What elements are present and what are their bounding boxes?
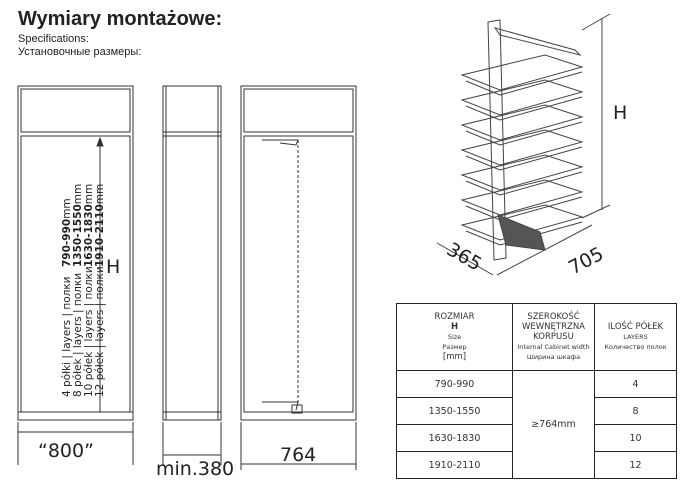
pantry-rack-3d [436, 13, 611, 276]
shelf-basket [460, 54, 584, 96]
table-row: 1910-2110 12 [396, 451, 677, 479]
inner-width-label: 764 [280, 444, 317, 466]
inner-view-cabinet [240, 85, 357, 470]
table-cell: 1350-1550 [396, 397, 513, 425]
table-cell: 1910-2110 [396, 451, 513, 479]
side-view-cabinet [162, 85, 222, 465]
shelf-basket [460, 179, 584, 221]
table-cell: 1630-1830 [396, 424, 513, 452]
shelf-basket [460, 104, 584, 146]
rack-height-label: H [613, 102, 628, 124]
subtitle-ru: Установочные размеры: [18, 46, 142, 58]
table-cell: 4 [594, 370, 677, 398]
subtitle-en: Specifications: [18, 33, 89, 45]
shelf-basket [460, 79, 584, 121]
width-value: ≥764mm [512, 370, 595, 479]
front-height-label: H [106, 256, 121, 278]
front-width-label: “800” [38, 440, 94, 462]
front-view-cabinet [17, 85, 134, 465]
table-cell: 790-990 [396, 370, 513, 398]
shelf-basket [460, 154, 584, 196]
shelf-basket [460, 204, 584, 246]
side-depth-label: min.380 [156, 458, 235, 480]
table-cell: 8 [594, 397, 677, 425]
page-title: Wymiary montażowe: [18, 8, 223, 30]
table-cell: 12 [594, 451, 677, 479]
table-cell: 10 [594, 424, 677, 452]
shelf-basket [460, 129, 584, 171]
